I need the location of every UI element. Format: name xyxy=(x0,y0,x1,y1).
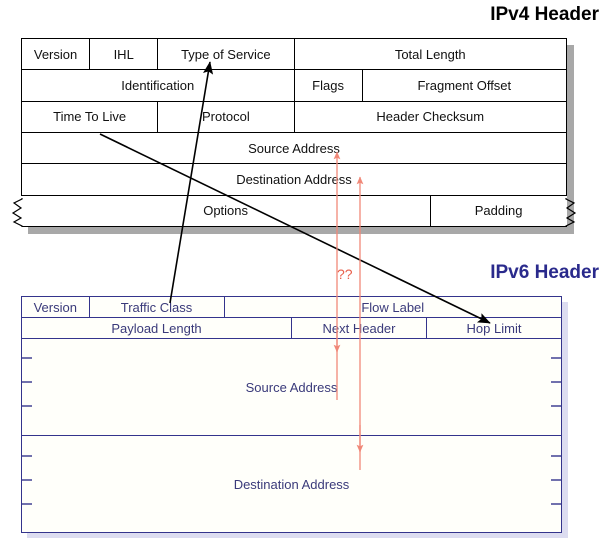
ipv6-header-table: Version Traffic Class Flow Label Payload… xyxy=(21,296,562,533)
table-row: Version Traffic Class Flow Label xyxy=(21,296,562,318)
ipv4-field-identification: Identification xyxy=(21,69,295,102)
table-row: Source Address xyxy=(21,131,567,165)
ipv6-header-diagram: Version Traffic Class Flow Label Payload… xyxy=(21,296,568,538)
ipv6-field-version: Version xyxy=(21,296,90,318)
ipv6-field-source-address: Source Address xyxy=(21,338,562,436)
ipv6-field-destination-address: Destination Address xyxy=(21,435,562,533)
ipv6-field-traffic-class: Traffic Class xyxy=(88,296,225,318)
table-row: Options Padding xyxy=(21,194,567,228)
ipv4-header-table: Version IHL Type of Service Total Length… xyxy=(20,37,568,228)
ipv6-field-flow-label: Flow Label xyxy=(223,296,562,318)
ipv4-field-type-of-service: Type of Service xyxy=(157,37,295,71)
ipv6-field-hop-limit: Hop Limit xyxy=(426,317,562,339)
ipv4-field-version: Version xyxy=(20,37,91,71)
ipv4-field-time-to-live: Time To Live xyxy=(20,100,159,133)
ipv4-field-protocol: Protocol xyxy=(157,100,295,133)
ipv4-header-diagram: Version IHL Type of Service Total Length… xyxy=(11,37,577,234)
ragged-edge-left-icon xyxy=(11,198,23,227)
ipv4-field-destination-address: Destination Address xyxy=(21,163,567,196)
ipv6-header-title: IPv6 Header xyxy=(490,262,599,283)
ipv4-header-title: IPv4 Header xyxy=(490,4,599,25)
unknown-mapping-annotation: ?? xyxy=(337,266,353,282)
ragged-edge-right-icon xyxy=(565,198,577,227)
ipv6-field-next-header: Next Header xyxy=(291,317,427,339)
ipv4-field-padding: Padding xyxy=(429,194,567,228)
table-row: Destination Address xyxy=(21,435,562,533)
ipv4-field-source-address: Source Address xyxy=(21,131,567,165)
ipv4-field-ihl: IHL xyxy=(89,37,159,71)
ipv4-field-header-checksum: Header Checksum xyxy=(293,100,567,133)
table-row: Payload Length Next Header Hop Limit xyxy=(21,317,562,339)
ipv4-field-flags: Flags xyxy=(293,69,363,102)
table-row: Time To Live Protocol Header Checksum xyxy=(20,100,567,133)
ipv4-field-total-length: Total Length xyxy=(293,37,567,71)
table-row: Source Address xyxy=(21,338,562,436)
table-row: Destination Address xyxy=(21,163,567,196)
ipv4-field-options: Options xyxy=(21,194,431,228)
table-row: Version IHL Type of Service Total Length xyxy=(20,37,567,71)
table-row: Identification Flags Fragment Offset xyxy=(21,69,568,102)
ipv4-field-fragment-offset: Fragment Offset xyxy=(361,69,568,102)
ipv6-field-payload-length: Payload Length xyxy=(21,317,292,339)
